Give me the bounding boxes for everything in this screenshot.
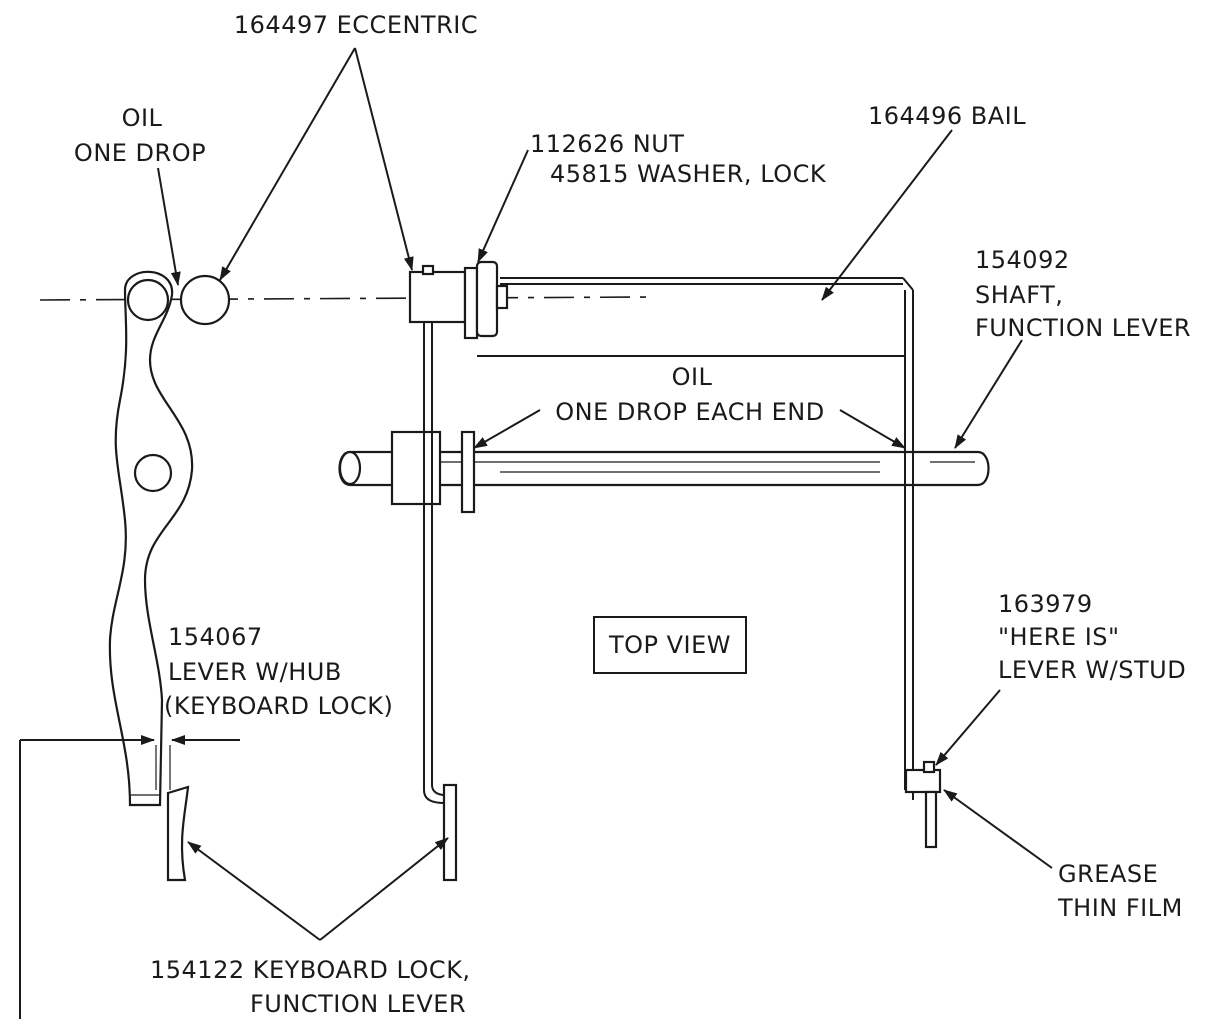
oil-each-end-label-line2: ONE DROP EACH END — [555, 398, 824, 426]
keyboard-lock-tab — [166, 785, 190, 882]
function-lever-shaft — [338, 450, 990, 487]
here-is-label-line3: LEVER W/STUD — [998, 656, 1186, 684]
oil-each-end-label-line1: OIL — [672, 363, 713, 391]
eccentric-stud — [421, 264, 435, 276]
oil-one-drop-label-line2: ONE DROP — [74, 139, 206, 167]
function-lever-rod — [423, 322, 458, 882]
keyboard-lock-label-line1: 154122 KEYBOARD LOCK, — [150, 956, 471, 984]
eccentric-roller — [179, 274, 231, 326]
here-is-label-line2: "HERE IS" — [998, 623, 1120, 651]
grease-label-line2: THIN FILM — [1057, 894, 1183, 922]
keyboard-lock-lever — [108, 270, 194, 807]
shaft-label-number: 154092 — [975, 246, 1070, 274]
here-is-lever-stud — [904, 760, 942, 849]
shaft-label-line3: FUNCTION LEVER — [975, 314, 1191, 342]
washer-lock-label: 45815 WASHER, LOCK — [550, 160, 827, 188]
shaft-label-line2: SHAFT, — [975, 281, 1063, 309]
bail-label: 164496 BAIL — [868, 102, 1026, 130]
eccentric-block — [408, 270, 467, 324]
leader-lines — [157, 47, 1053, 941]
top-view-label: TOP VIEW — [608, 631, 731, 659]
lever-hub-label-number: 154067 — [168, 623, 263, 651]
lever-hub-label-line2: LEVER W/HUB — [168, 658, 342, 686]
here-is-label-number: 163979 — [998, 590, 1093, 618]
eccentric-label: 164497 ECCENTRIC — [234, 11, 478, 39]
top-view-box — [593, 616, 747, 674]
lever-hub-label-line3: (KEYBOARD LOCK) — [164, 692, 393, 720]
bail — [477, 277, 914, 800]
oil-one-drop-label-line1: OIL — [122, 104, 163, 132]
keyboard-lock-label-line2: FUNCTION LEVER — [250, 990, 466, 1018]
gap-dimension — [19, 735, 240, 1019]
shaft-collar — [460, 430, 476, 514]
nut-label: 112626 NUT — [530, 130, 684, 158]
nut-washer-assembly — [463, 260, 509, 340]
grease-label-line1: GREASE — [1058, 860, 1158, 888]
